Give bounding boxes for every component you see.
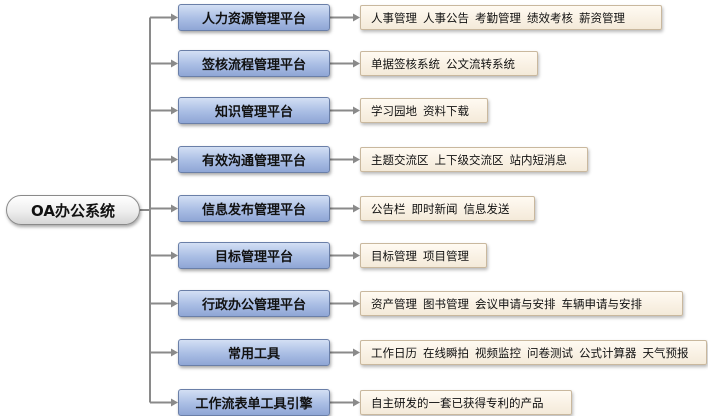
detail-item: 公文流转系统 bbox=[446, 56, 515, 71]
detail-item: 自主研发的一套已获得专利的产品 bbox=[371, 395, 544, 410]
branch-node: 常用工具 bbox=[178, 339, 330, 366]
detail-item: 问卷测试 bbox=[527, 345, 573, 360]
branch-arrow bbox=[171, 204, 178, 213]
branch-node: 知识管理平台 bbox=[178, 97, 330, 124]
branch-node: 行政办公管理平台 bbox=[178, 290, 330, 317]
branch-label: 有效沟通管理平台 bbox=[201, 154, 306, 169]
detail-item: 资产管理 bbox=[371, 296, 417, 311]
branch-arrow bbox=[171, 59, 178, 68]
detail-item: 图书管理 bbox=[423, 296, 469, 311]
detail-item: 公告栏 bbox=[371, 201, 406, 216]
detail-item: 考勤管理 bbox=[475, 10, 521, 25]
branch-node: 有效沟通管理平台 bbox=[178, 146, 330, 173]
branch-label: 常用工具 bbox=[227, 347, 280, 362]
detail-box: 工作日历在线瞬拍视频监控问卷测试公式计算器天气预报 bbox=[360, 340, 707, 365]
branch-arrow bbox=[171, 251, 178, 260]
branch-label: 工作流表单工具引擎 bbox=[195, 397, 313, 412]
detail-item: 主题交流区 bbox=[371, 152, 429, 167]
detail-arrow bbox=[353, 398, 360, 407]
detail-arrow bbox=[353, 348, 360, 357]
detail-item: 薪资管理 bbox=[579, 10, 625, 25]
detail-item: 信息发送 bbox=[463, 201, 510, 216]
detail-item: 目标管理 bbox=[371, 248, 417, 263]
detail-box: 资产管理图书管理会议申请与安排车辆申请与安排 bbox=[360, 291, 683, 316]
detail-item: 在线瞬拍 bbox=[423, 345, 469, 360]
branch-node: 人力资源管理平台 bbox=[178, 4, 330, 31]
branch-label: 知识管理平台 bbox=[214, 105, 293, 120]
detail-item: 天气预报 bbox=[642, 345, 689, 360]
detail-item: 绩效考核 bbox=[527, 10, 573, 25]
detail-box: 主题交流区上下级交流区站内短消息 bbox=[360, 147, 588, 172]
branch-arrow bbox=[171, 106, 178, 115]
detail-arrow bbox=[353, 251, 360, 260]
branch-arrow bbox=[171, 13, 178, 22]
branch-node: 目标管理平台 bbox=[178, 242, 330, 269]
detail-arrow bbox=[353, 106, 360, 115]
detail-item: 人事管理 bbox=[371, 10, 417, 25]
branch-label: 信息发布管理平台 bbox=[201, 203, 306, 218]
branch-arrow bbox=[171, 398, 178, 407]
branch-label: 人力资源管理平台 bbox=[201, 12, 306, 27]
detail-item: 人事公告 bbox=[423, 10, 469, 25]
branch-label: 目标管理平台 bbox=[214, 250, 293, 265]
detail-item: 会议申请与安排 bbox=[475, 296, 556, 311]
branch-arrow bbox=[171, 348, 178, 357]
branch-label: 行政办公管理平台 bbox=[201, 298, 306, 313]
detail-item: 工作日历 bbox=[371, 345, 417, 360]
detail-arrow bbox=[353, 155, 360, 164]
detail-item: 即时新闻 bbox=[411, 201, 458, 216]
detail-arrow bbox=[353, 299, 360, 308]
detail-arrow bbox=[353, 13, 360, 22]
detail-item: 项目管理 bbox=[423, 248, 469, 263]
detail-box: 人事管理人事公告考勤管理绩效考核薪资管理 bbox=[360, 5, 662, 30]
detail-box: 自主研发的一套已获得专利的产品 bbox=[360, 390, 572, 415]
branch-arrow bbox=[171, 299, 178, 308]
detail-box: 学习园地资料下载 bbox=[360, 98, 488, 123]
branch-label: 签核流程管理平台 bbox=[201, 58, 306, 73]
branch-arrow bbox=[171, 155, 178, 164]
root-node: OA办公系统 bbox=[6, 195, 140, 225]
detail-item: 上下级交流区 bbox=[434, 152, 504, 167]
detail-box: 单据签核系统公文流转系统 bbox=[360, 51, 538, 76]
detail-arrow bbox=[353, 59, 360, 68]
detail-arrow bbox=[353, 204, 360, 213]
detail-item: 站内短消息 bbox=[509, 152, 568, 167]
root-label: OA办公系统 bbox=[31, 201, 115, 220]
detail-item: 公式计算器 bbox=[579, 345, 637, 360]
detail-item: 视频监控 bbox=[475, 345, 521, 360]
detail-box: 公告栏即时新闻信息发送 bbox=[360, 196, 535, 221]
detail-item: 资料下载 bbox=[423, 103, 469, 118]
branch-node: 签核流程管理平台 bbox=[178, 50, 330, 77]
detail-item: 单据签核系统 bbox=[371, 56, 440, 71]
branch-node: 工作流表单工具引擎 bbox=[178, 389, 330, 416]
detail-item: 车辆申请与安排 bbox=[561, 296, 643, 311]
detail-item: 学习园地 bbox=[371, 103, 417, 118]
branch-node: 信息发布管理平台 bbox=[178, 195, 330, 222]
detail-box: 目标管理项目管理 bbox=[360, 243, 487, 268]
